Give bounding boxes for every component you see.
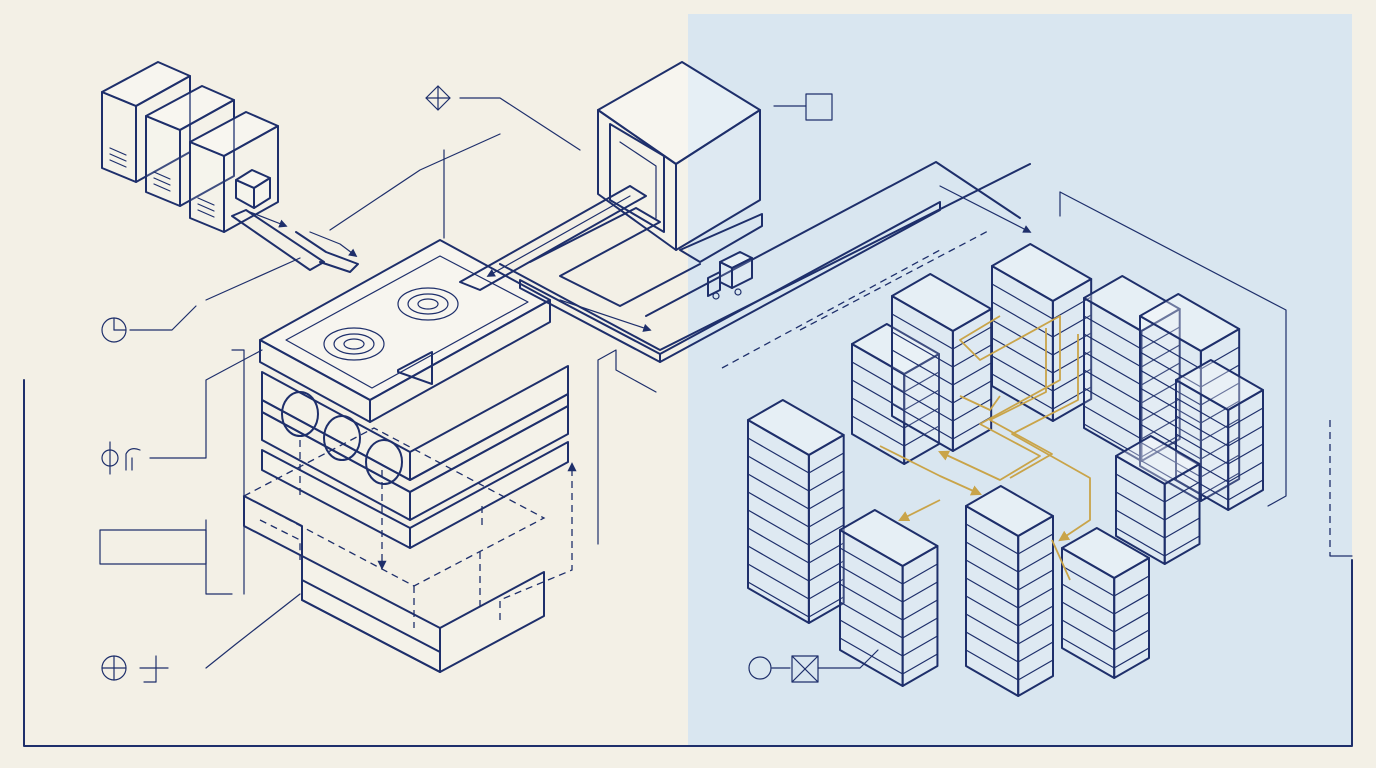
stack-front-right <box>1061 527 1150 679</box>
crosshair-icon <box>101 655 169 683</box>
incoming-package <box>235 169 271 209</box>
frame-lines <box>23 379 1353 747</box>
stack-front-center <box>965 485 1054 697</box>
right-annotations <box>771 105 1353 669</box>
conveyor-belt <box>231 209 359 273</box>
right-panel-background <box>688 14 1352 746</box>
route-path <box>879 315 1091 581</box>
circle-bar-icon <box>101 441 141 475</box>
hatched-square-icon <box>805 93 833 121</box>
server-3 <box>189 111 279 233</box>
diamond-icon <box>425 85 451 111</box>
stack-top-center <box>991 243 1093 422</box>
processing-machine <box>259 239 569 549</box>
stack-far-right <box>1175 359 1264 511</box>
hatch-block-icon <box>99 529 207 565</box>
delivery-truck <box>707 251 753 300</box>
stack-right <box>1139 293 1241 502</box>
stack-mid-right <box>1115 435 1201 565</box>
stack-top-left <box>891 273 993 452</box>
stack-front-left <box>747 399 845 624</box>
crossed-square-icon <box>791 655 819 683</box>
left-annotations <box>129 97 657 669</box>
pie-clock-icon <box>101 317 127 343</box>
server-1 <box>101 61 191 183</box>
gateway-box <box>597 61 763 263</box>
stack-front-mid <box>839 509 939 687</box>
routing-conveyor <box>459 161 1032 369</box>
circle-icon <box>748 656 772 680</box>
server-2 <box>145 85 235 207</box>
base-block <box>242 427 577 673</box>
